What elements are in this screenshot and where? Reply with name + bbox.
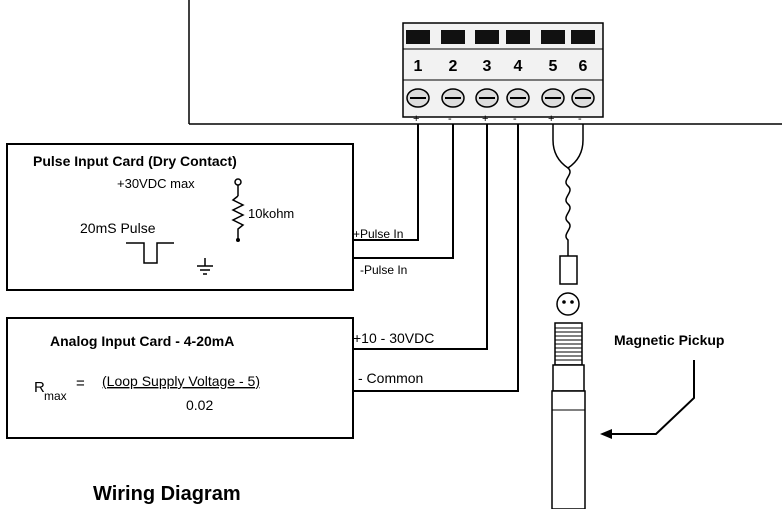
resistor-label: 10kohm (248, 206, 294, 221)
formula-equals: = (76, 375, 85, 392)
pickup-pointer-arrowhead (600, 429, 612, 439)
terminal-number-6: 6 (579, 58, 588, 75)
formula-denominator: 0.02 (186, 397, 213, 413)
terminal-block: 1 2 3 4 5 6 + - + - + - (402, 22, 604, 125)
terminal-polarity-marks: + - + - + - (413, 113, 582, 125)
terminal-polarity-2: - (448, 113, 452, 125)
terminal-screw-caps (406, 30, 595, 44)
pulse-card-title: Pulse Input Card (Dry Contact) (33, 153, 237, 169)
formula-r: R (34, 379, 45, 396)
terminal-cap-6 (571, 30, 595, 44)
terminal-cap-4 (506, 30, 530, 44)
common-label: - Common (358, 370, 423, 386)
terminal-number-4: 4 (514, 58, 523, 75)
pulse-in-negative-label: -Pulse In (360, 263, 407, 277)
terminal-screws (406, 88, 595, 108)
terminal-number-1: 1 (414, 58, 423, 75)
meter-enclosure (188, 0, 782, 125)
terminal-number-2: 2 (449, 58, 458, 75)
analog-input-card: Analog Input Card - 4-20mA R max = (Loop… (6, 317, 434, 439)
terminal-polarity-6: - (578, 113, 582, 125)
resistor-symbol (231, 195, 245, 240)
terminal-polarity-1: + (413, 113, 419, 125)
magnetic-pickup-assembly (551, 124, 586, 509)
pickup-pointer-line (609, 360, 695, 435)
terminal-cap-2 (441, 30, 465, 44)
formula-subscript: max (44, 389, 67, 403)
pulse-supply-label: +30VDC max (117, 176, 195, 191)
terminal-number-3: 3 (483, 58, 492, 75)
terminal-polarity-5: + (548, 113, 554, 125)
formula-numerator: (Loop Supply Voltage - 5) (102, 373, 260, 389)
terminal-polarity-3: + (482, 113, 488, 125)
terminal-cap-3 (475, 30, 499, 44)
terminal-cap-1 (406, 30, 430, 44)
pulse-label: 20mS Pulse (80, 220, 156, 236)
terminal-cap-5 (541, 30, 565, 44)
wire-common (353, 124, 519, 392)
analog-card-title: Analog Input Card - 4-20mA (50, 333, 234, 349)
magnetic-pickup-label: Magnetic Pickup (614, 332, 724, 348)
ground-symbol (197, 258, 213, 275)
pulse-input-card: Pulse Input Card (Dry Contact) +30VDC ma… (6, 143, 407, 291)
wire-loop-supply (353, 124, 488, 350)
terminal-numbers: 1 2 3 4 5 6 (414, 58, 588, 75)
terminal-polarity-4: - (513, 113, 517, 125)
twisted-pair-cable (565, 167, 571, 256)
pulse-waveform (126, 242, 174, 264)
loop-supply-label: +10 - 30VDC (353, 330, 434, 346)
terminal-number-5: 5 (549, 58, 558, 75)
connector-face (556, 292, 580, 316)
diagram-caption: Wiring Diagram (93, 483, 241, 505)
pulse-in-positive-label: +Pulse In (353, 227, 403, 241)
